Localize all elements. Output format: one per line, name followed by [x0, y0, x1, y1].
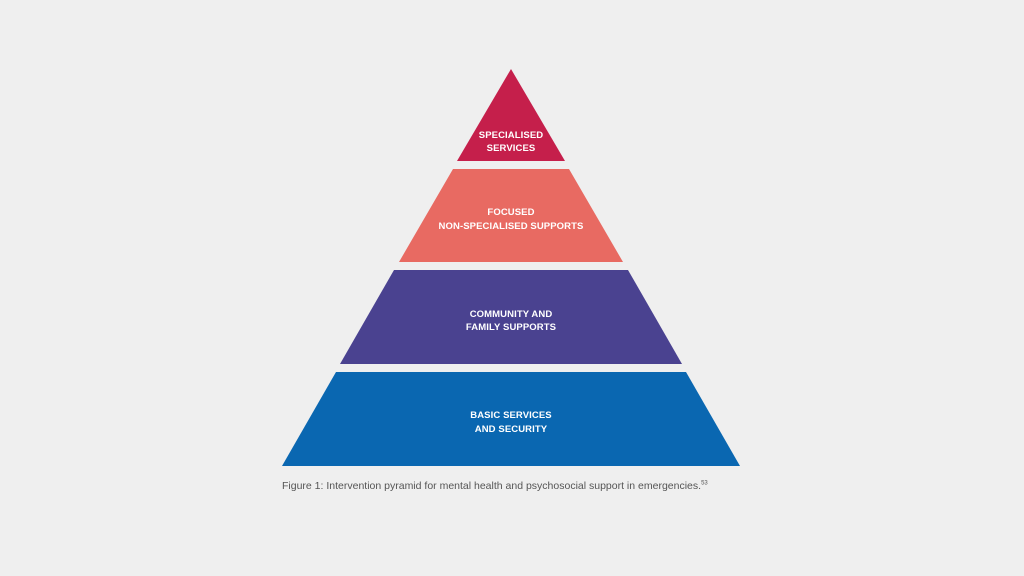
tier-basic-services-security: BASIC SERVICES AND SECURITY	[282, 372, 740, 466]
tier-basic-services-security-label-line2: AND SECURITY	[475, 424, 548, 435]
figure-caption-text: Figure 1: Intervention pyramid for menta…	[282, 480, 702, 492]
tier-focused-supports-shape	[399, 169, 623, 262]
figure-caption-reference: 53	[701, 480, 708, 487]
tier-specialised-services-label-line1: SPECIALISED	[479, 130, 543, 141]
tier-community-family-supports-label-line1: COMMUNITY AND	[470, 309, 553, 320]
tier-focused-supports: FOCUSED NON-SPECIALISED SUPPORTS	[399, 169, 623, 262]
tier-specialised-services-label-line2: SERVICES	[487, 143, 536, 154]
tier-focused-supports-label-line2: NON-SPECIALISED SUPPORTS	[439, 221, 584, 232]
tier-community-family-supports-shape	[340, 270, 682, 364]
tier-community-family-supports-label-line2: FAMILY SUPPORTS	[466, 322, 556, 333]
tier-community-family-supports: COMMUNITY AND FAMILY SUPPORTS	[340, 270, 682, 364]
tier-basic-services-security-label-line1: BASIC SERVICES	[470, 410, 551, 421]
tier-basic-services-security-shape	[282, 372, 740, 466]
figure-caption: Figure 1: Intervention pyramid for menta…	[282, 480, 708, 492]
tier-focused-supports-label-line1: FOCUSED	[487, 207, 534, 218]
tier-specialised-services-shape	[457, 69, 565, 161]
tier-specialised-services: SPECIALISED SERVICES	[457, 69, 565, 161]
